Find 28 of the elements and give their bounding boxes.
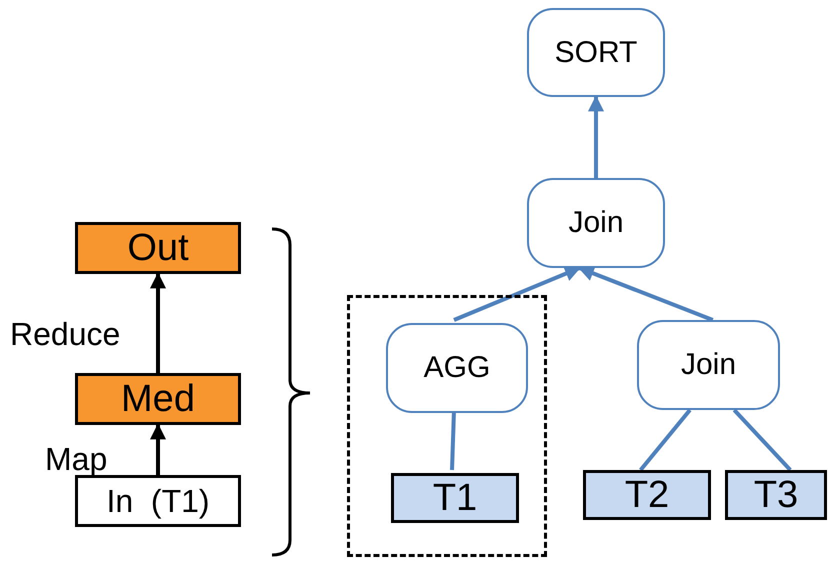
arrow <box>150 423 166 475</box>
node-label: Join <box>680 350 736 380</box>
node-label: T1 <box>432 479 478 517</box>
arrow <box>578 266 714 322</box>
table-box <box>583 470 711 520</box>
dashed-group-box <box>347 295 547 557</box>
operator-node <box>637 320 780 410</box>
node-label: Join <box>568 208 624 238</box>
operator-node <box>386 323 528 413</box>
table-box <box>391 473 519 523</box>
connector-line <box>732 408 792 472</box>
arrow <box>453 266 581 322</box>
node-label: T3 <box>754 476 798 514</box>
stage-box <box>75 222 241 274</box>
node-label: AGG <box>424 353 490 383</box>
operator-node <box>527 8 665 97</box>
table-box <box>725 470 827 520</box>
node-label: In (T1) <box>106 485 210 517</box>
connector-line <box>639 408 692 472</box>
node-label: SORT <box>554 38 638 68</box>
node-label: Med <box>121 380 195 418</box>
input-box <box>75 475 241 527</box>
arrow <box>588 95 604 178</box>
arrow <box>150 272 166 373</box>
node-label: Out <box>127 229 189 267</box>
operator-node <box>527 178 665 268</box>
node-label: T2 <box>624 476 670 514</box>
stage-box <box>75 373 241 425</box>
